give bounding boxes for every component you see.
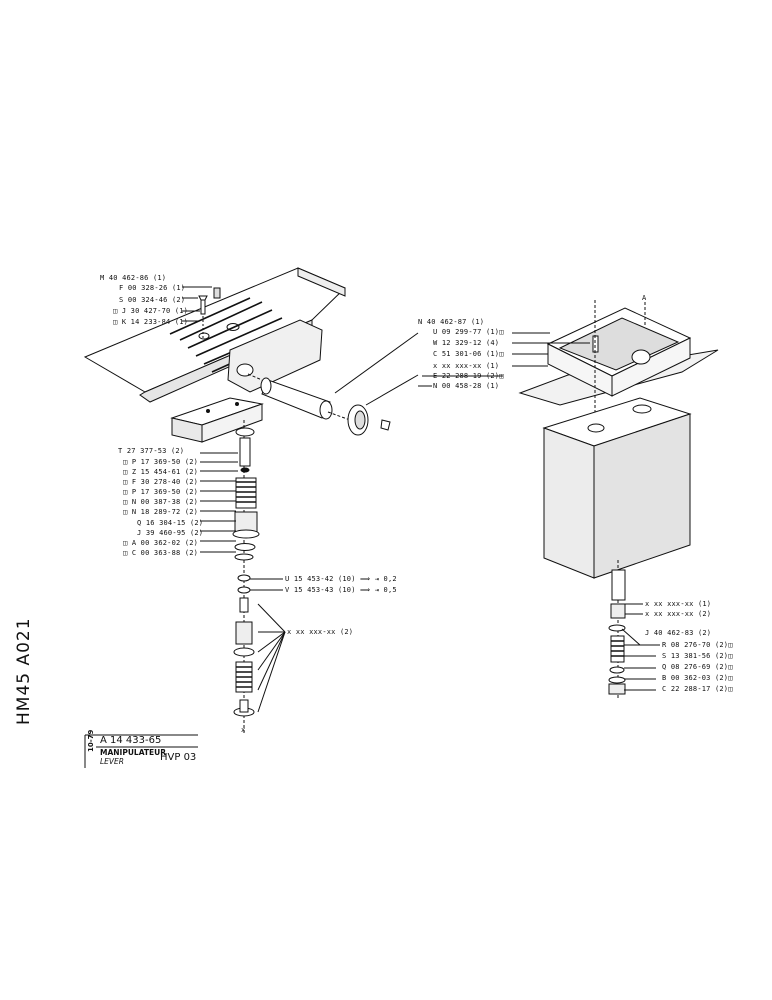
part-label: ◫ Z 15 454-61 (2)	[123, 468, 199, 476]
part-label: ◫ K 14 233-84 (1)	[113, 318, 189, 326]
part-label: N 00 458-28 (1)	[433, 382, 500, 390]
part-label: ◫ P 17 369-50 (2)	[123, 458, 199, 466]
part-code: Z 15 454-61 (2)	[131, 468, 199, 476]
part-label: Q 16 304-15 (2)	[137, 519, 204, 527]
part-label: x xx xxx-xx (2)	[645, 610, 712, 618]
part-code: C 51 301-06 (1)	[433, 350, 500, 358]
part-code: P 17 369-50 (2)	[131, 458, 199, 466]
part-label: B 00 362-03 (2)◫	[662, 674, 733, 682]
section-mark: x	[241, 726, 246, 734]
part-label: S 00 324-46 (2)	[119, 296, 186, 304]
part-label: C 22 288-17 (2)◫	[662, 685, 733, 693]
part-code: V 15 453-43 (10)	[285, 586, 356, 594]
title-english: LEVER	[100, 757, 124, 766]
part-code: C 22 288-17 (2)	[662, 685, 729, 693]
part-label: x xx xxx-xx (2)	[287, 628, 354, 636]
drawing-number: A 14 433-65	[100, 735, 162, 746]
part-label: V 15 453-43 (10) ⟹ ⇥ 0,5	[285, 586, 397, 594]
part-code: S 13 381-56 (2)	[662, 652, 729, 660]
right-leaders	[621, 603, 660, 691]
part-label: T 27 377-53 (2)	[118, 447, 185, 455]
part-code: C 00 363-88 (2)	[131, 549, 199, 557]
view-mark: A	[642, 294, 647, 302]
pedal-plate	[83, 267, 346, 403]
part-code: U 15 453-42 (10)	[285, 575, 356, 583]
right-stack	[608, 560, 626, 700]
title-french: MANIPULATEUR	[100, 748, 167, 757]
pedal-block	[170, 397, 264, 443]
machine-code: HM45 A021	[14, 617, 34, 725]
part-label: ◫ P 17 369-50 (2)	[123, 488, 199, 496]
part-code: K 14 233-84 (1)	[121, 318, 189, 326]
part-label: ◫ C 00 363-88 (2)	[123, 549, 199, 557]
part-label: E 22 288-19 (2)◫	[433, 372, 504, 380]
part-label: ◫ A 00 362-02 (2)	[123, 539, 199, 547]
shaft	[247, 332, 419, 436]
part-label: U 09 299-77 (1)◫	[433, 328, 504, 336]
drawing-date: 10-79	[87, 729, 95, 752]
left-leaders	[182, 286, 283, 591]
part-label: U 15 453-42 (10) ⟹ ⇥ 0,2	[285, 575, 397, 583]
middle-leaders	[418, 332, 590, 387]
part-code: N 18 289-72 (2)	[131, 508, 199, 516]
left-leader-fan	[257, 603, 286, 713]
part-label: Q 08 276-69 (2)◫	[662, 663, 733, 671]
part-code: F 30 278-40 (2)	[131, 478, 199, 486]
part-code: R 08 276-70 (2)	[662, 641, 729, 649]
part-code: A 00 362-02 (2)	[131, 539, 199, 547]
part-label: S 13 381-56 (2)◫	[662, 652, 733, 660]
housing-top	[518, 300, 719, 440]
part-label: W 12 329-12 (4)	[433, 339, 500, 347]
part-label: J 39 460-95 (2)	[137, 529, 204, 537]
part-label: ◫ N 18 289-72 (2)	[123, 508, 199, 516]
part-code: N 00 387-38 (2)	[131, 498, 199, 506]
part-label: x xx xxx-xx (1)	[645, 600, 712, 608]
part-label: N 40 462-87 (1)	[418, 318, 485, 326]
part-code: E 22 288-19 (2)	[433, 372, 500, 380]
thickness-value: 0,5	[383, 586, 397, 594]
part-code: U 09 299-77 (1)	[433, 328, 500, 336]
part-label: J 40 462-83 (2)	[645, 629, 712, 637]
part-label: R 08 276-70 (2)◫	[662, 641, 733, 649]
left-stack	[232, 420, 260, 735]
title-block-frame	[84, 734, 198, 768]
part-label: ◫ N 00 387-38 (2)	[123, 498, 199, 506]
part-label: C 51 301-06 (1)◫	[433, 350, 504, 358]
housing-block	[542, 397, 692, 579]
hydraulic-code: HVP 03	[160, 752, 197, 763]
part-label: ◫ F 30 278-40 (2)	[123, 478, 199, 486]
part-code: J 30 427-70 (1)	[121, 307, 189, 315]
part-code: P 17 369-50 (2)	[131, 488, 199, 496]
thickness-value: 0,2	[383, 575, 397, 583]
part-code: Q 08 276-69 (2)	[662, 663, 729, 671]
part-label: F 00 328-26 (1)	[119, 284, 186, 292]
part-code: B 00 362-03 (2)	[662, 674, 729, 682]
part-label: x xx xxx-xx (1)	[433, 362, 500, 370]
part-label: M 40 462-86 (1)	[100, 274, 167, 282]
part-label: ◫ J 30 427-70 (1)	[113, 307, 189, 315]
screw-parts	[198, 287, 221, 338]
